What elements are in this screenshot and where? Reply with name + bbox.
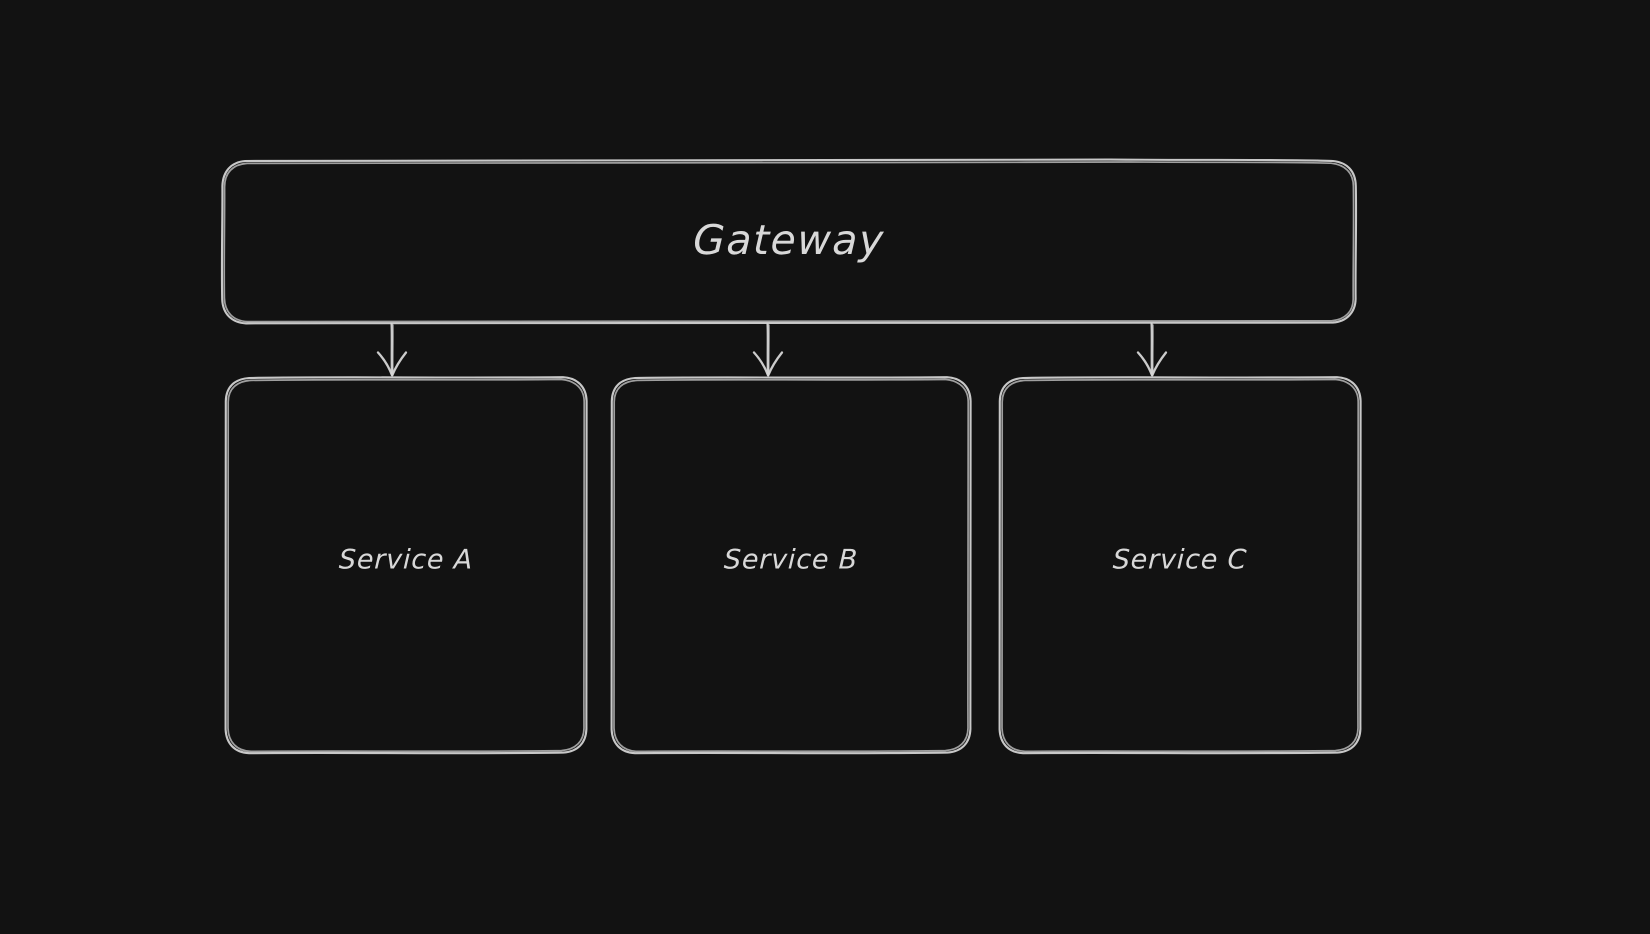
node-label-service-a: Service A xyxy=(338,544,474,576)
edge-gateway-to-service-b[interactable] xyxy=(752,322,784,377)
node-shape-service-a[interactable] xyxy=(224,376,588,755)
node-shape-service-b[interactable] xyxy=(610,376,972,755)
node-label-gateway: Gateway xyxy=(692,216,886,264)
node-label-service-b: Service B xyxy=(723,544,859,576)
edge-gateway-to-service-a[interactable] xyxy=(376,322,408,377)
node-label-service-c: Service C xyxy=(1112,544,1248,576)
edge-gateway-to-service-c[interactable] xyxy=(1136,322,1168,377)
node-shape-service-c[interactable] xyxy=(998,376,1362,755)
node-shape-gateway[interactable] xyxy=(220,158,1358,325)
